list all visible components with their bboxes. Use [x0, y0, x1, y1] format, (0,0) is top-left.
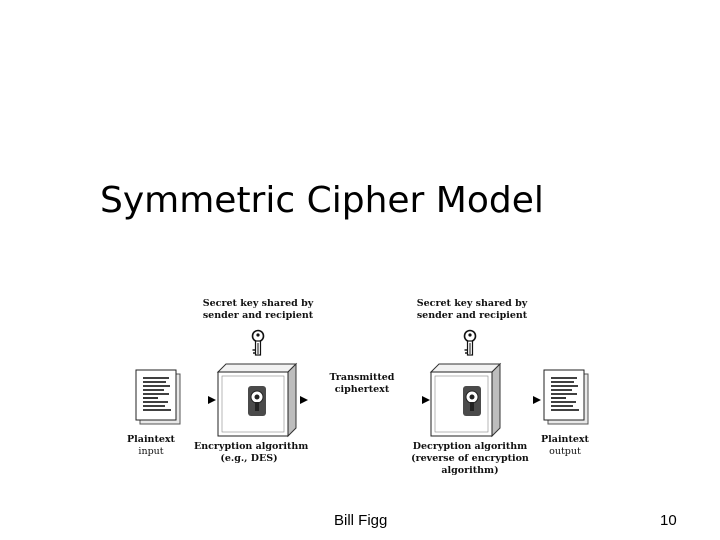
plaintext-input-label-line1: Plaintext: [127, 434, 175, 445]
decryption-label-line1: Decryption algorithm: [412, 441, 528, 452]
decryption-label-line3: algorithm): [441, 465, 499, 476]
encryption-label-line2: (e.g., DES): [220, 453, 278, 464]
left-key-label: Secret key shared by sender and recipien…: [196, 298, 320, 322]
encryption-label-line1: Encryption algorithm: [194, 441, 309, 452]
arrow-icon: [208, 396, 541, 404]
decryption-box-icon: [429, 362, 502, 438]
lock-icon: [248, 386, 266, 416]
plaintext-output-label-line1: Plaintext: [541, 434, 589, 445]
key-icon: [251, 329, 265, 356]
footer-author: Bill Figg: [334, 512, 388, 529]
plaintext-output-document-icon: [543, 369, 589, 425]
right-key-label-line2: sender and recipient: [416, 310, 528, 321]
decryption-algorithm-label: Decryption algorithm (reverse of encrypt…: [410, 441, 530, 477]
encryption-algorithm-label: Encryption algorithm (e.g., DES): [194, 441, 309, 465]
plaintext-output-label-line2: output: [549, 446, 581, 457]
transmitted-label-line2: ciphertext: [334, 384, 390, 395]
page-number: 10: [660, 512, 677, 529]
plaintext-input-document-icon: [135, 369, 181, 425]
plaintext-output-label: Plaintext output: [530, 434, 600, 458]
slide-title: Symmetric Cipher Model: [100, 180, 544, 221]
lock-icon: [463, 386, 481, 416]
plaintext-input-label: Plaintext input: [120, 434, 182, 458]
plaintext-input-label-line2: input: [138, 446, 164, 457]
right-key-label: Secret key shared by sender and recipien…: [410, 298, 534, 322]
left-key-label-line1: Secret key shared by: [202, 298, 314, 309]
left-key-label-line2: sender and recipient: [202, 310, 314, 321]
transmitted-label-line1: Transmitted: [329, 372, 395, 383]
transmitted-ciphertext-label: Transmitted ciphertext: [322, 372, 402, 396]
key-icon: [463, 329, 477, 356]
decryption-label-line2: (reverse of encryption: [411, 453, 529, 464]
right-key-label-line1: Secret key shared by: [416, 298, 528, 309]
